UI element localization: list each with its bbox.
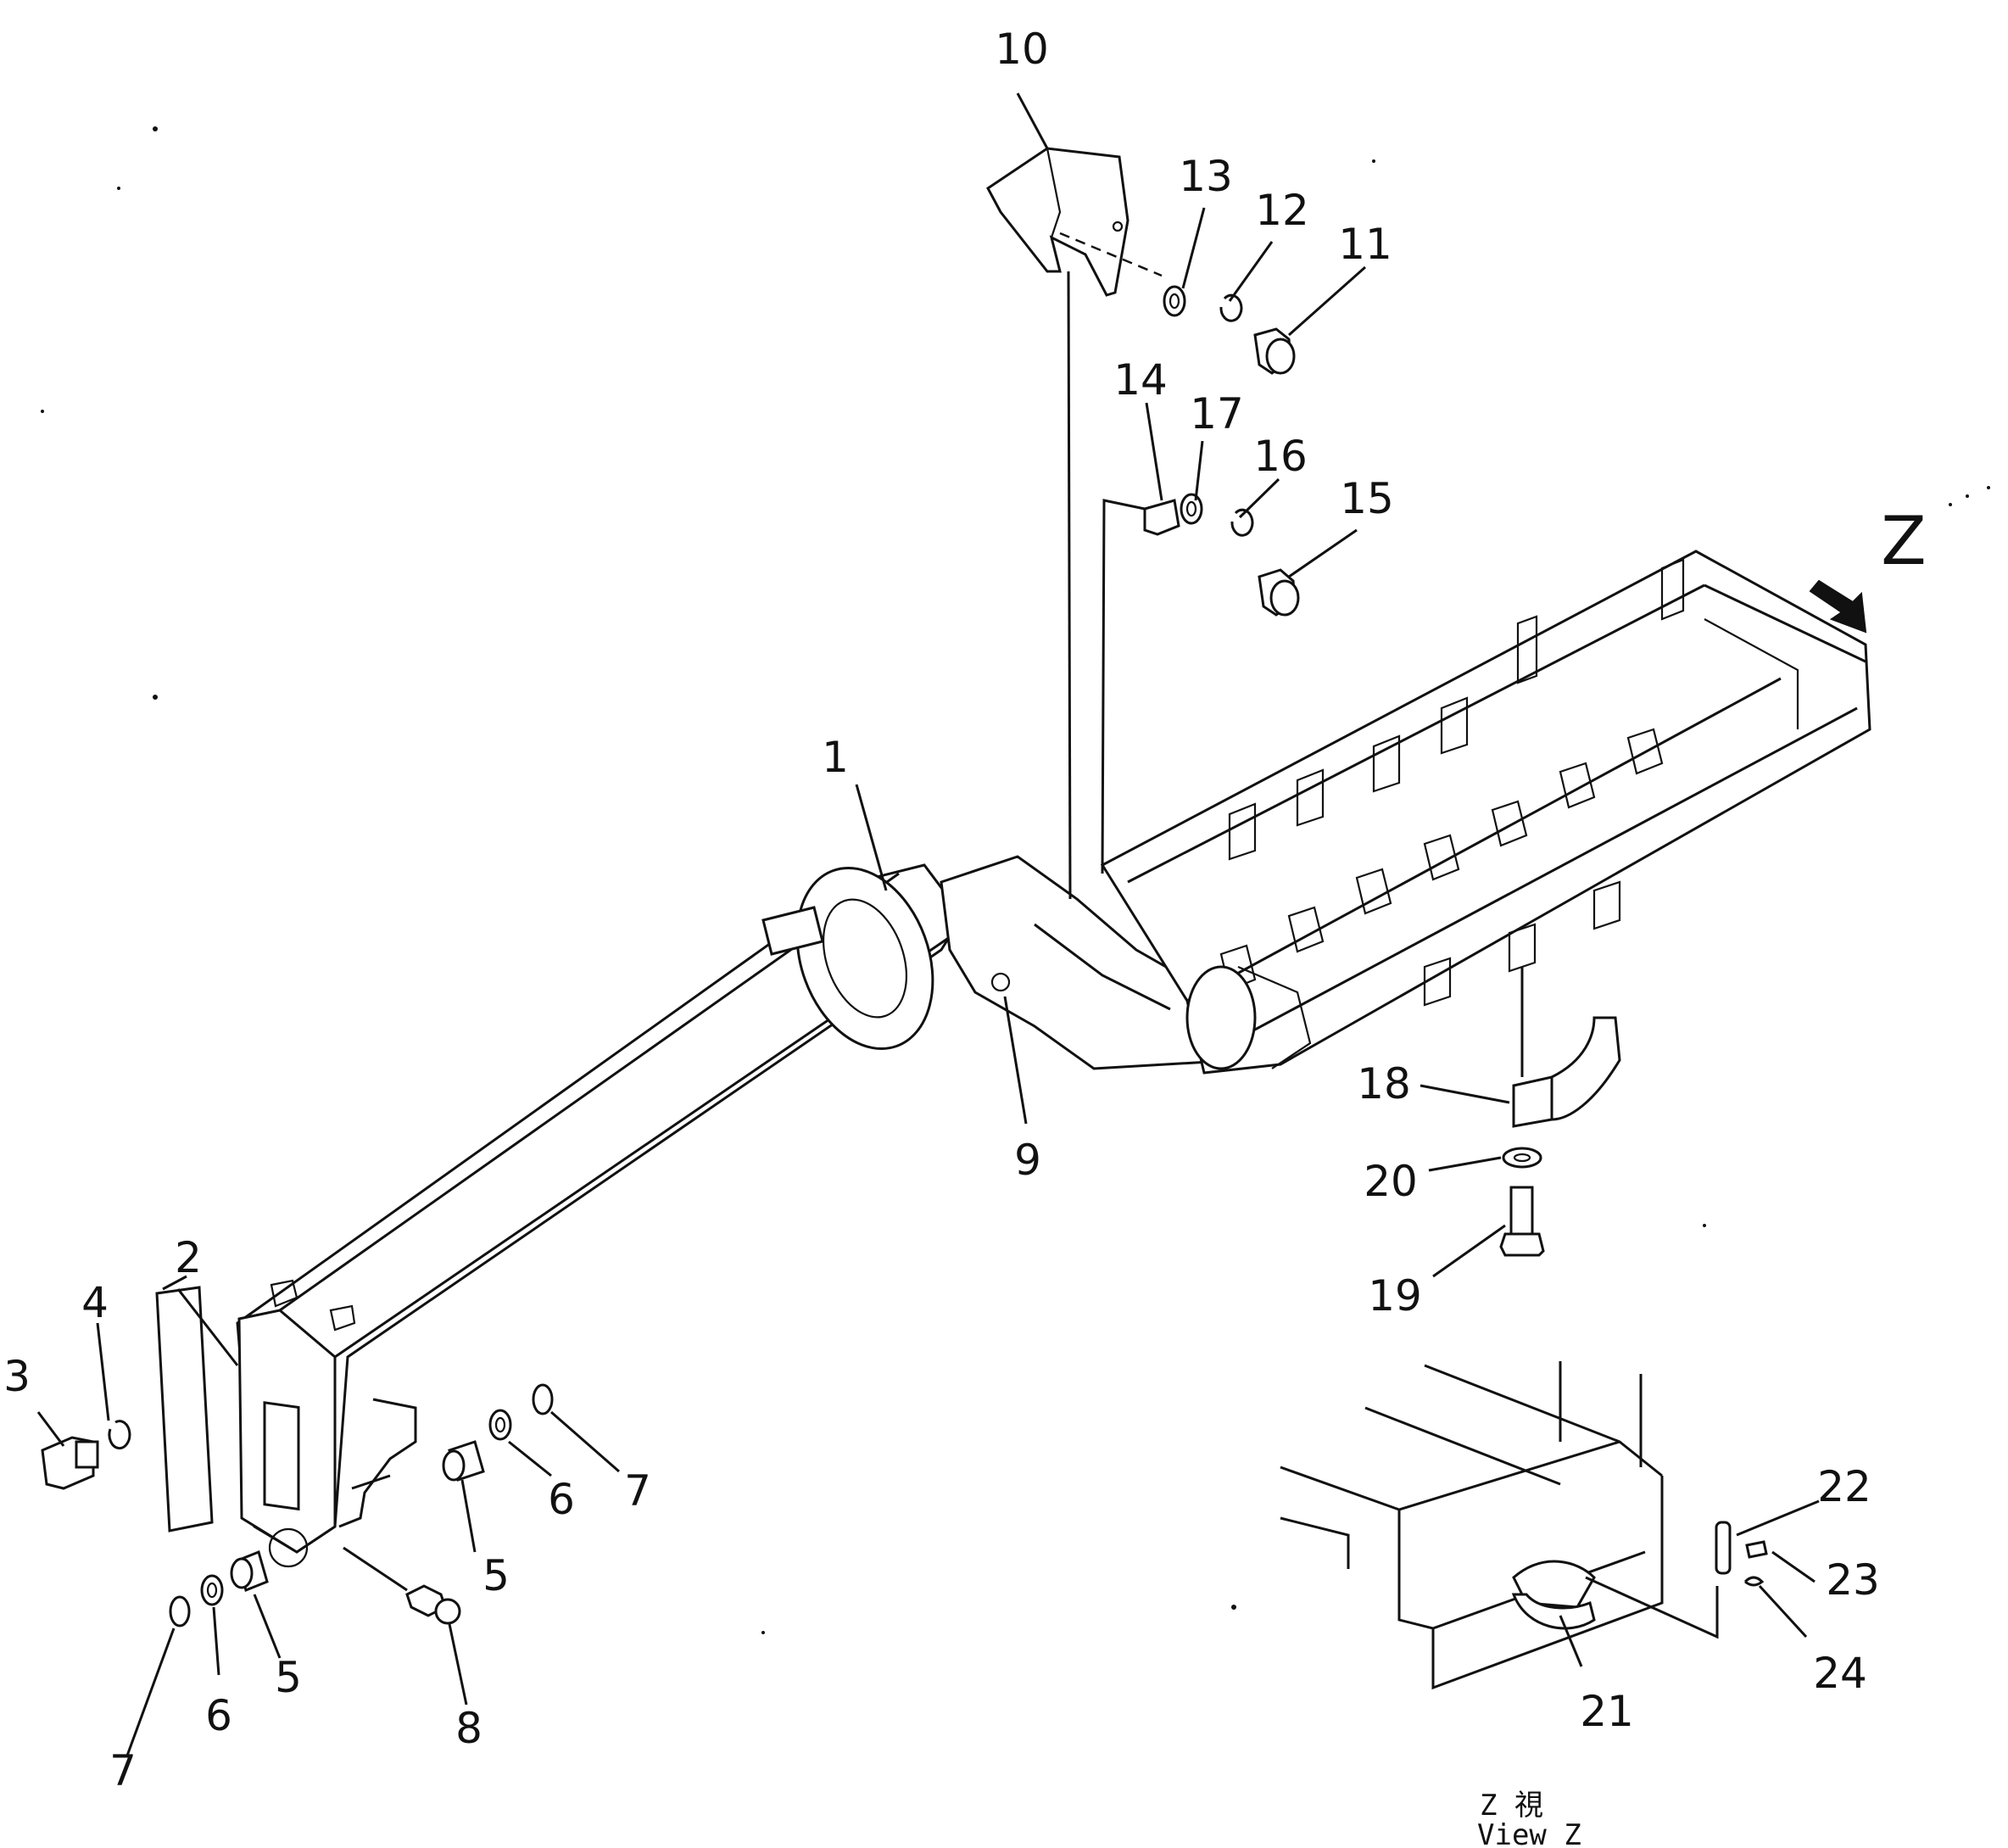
callout-4: 4 <box>81 1278 109 1327</box>
callout-18: 18 <box>1357 1059 1411 1108</box>
callout-22: 22 <box>1817 1462 1871 1511</box>
callout-11: 11 <box>1338 220 1392 269</box>
washer-6a <box>488 1409 512 1441</box>
spring-washer-4 <box>108 1420 131 1450</box>
washer-20 <box>1502 1147 1542 1169</box>
callout-8: 8 <box>455 1704 482 1753</box>
washer-13 <box>1163 285 1186 317</box>
callout-24: 24 <box>1813 1649 1867 1698</box>
bushing-5b <box>230 1549 269 1593</box>
view-z-caption-symbol: Z 視 <box>1480 1789 1543 1823</box>
callout-5a: 5 <box>482 1551 510 1600</box>
callout-14: 14 <box>1113 355 1168 405</box>
callout-7a: 7 <box>624 1466 651 1516</box>
callout-9: 9 <box>1014 1136 1041 1185</box>
bolt-19 <box>1499 1186 1545 1257</box>
o-ring-7a <box>532 1383 554 1415</box>
callout-20: 20 <box>1364 1157 1418 1206</box>
callout-17: 17 <box>1190 389 1244 438</box>
bolt-15 <box>1258 568 1300 617</box>
cover-2 <box>155 1286 239 1533</box>
callout-labels: 1 2 3 4 5 5 6 6 7 7 8 9 10 11 12 13 14 1… <box>3 25 1927 1848</box>
callout-6b: 6 <box>205 1691 232 1740</box>
o-ring-7b <box>169 1595 191 1627</box>
callout-16: 16 <box>1253 432 1308 481</box>
view-z-caption: View Z <box>1477 1818 1581 1848</box>
leader-lines <box>36 92 1820 1756</box>
view-z-detail <box>1280 1361 1768 1690</box>
bushing-5a <box>442 1440 485 1482</box>
spring-washer-12 <box>1219 293 1243 322</box>
callout-10: 10 <box>995 25 1049 74</box>
clamp-18 <box>1512 967 1621 1128</box>
callout-3: 3 <box>3 1352 31 1401</box>
view-z-arrow <box>1809 579 1867 634</box>
grease-fitting-8 <box>343 1546 461 1625</box>
spring-washer-16 <box>1230 508 1254 537</box>
callout-13: 13 <box>1179 152 1233 201</box>
callout-21: 21 <box>1580 1687 1634 1736</box>
callout-7b: 7 <box>109 1746 137 1795</box>
bolt-3 <box>41 1436 99 1490</box>
callout-2: 2 <box>175 1233 202 1282</box>
scan-specks <box>41 126 1990 1634</box>
callout-23: 23 <box>1826 1555 1880 1605</box>
washer-17 <box>1180 493 1203 525</box>
callout-12: 12 <box>1255 186 1309 235</box>
bolt-11 <box>1253 327 1296 375</box>
guard-plate <box>986 147 1163 900</box>
main-frame <box>236 550 1871 1568</box>
callout-6a: 6 <box>548 1475 575 1524</box>
bracket-14 <box>1101 499 1180 874</box>
callout-15: 15 <box>1340 474 1394 523</box>
callout-1: 1 <box>822 733 849 782</box>
washer-6b <box>200 1574 224 1606</box>
callout-5b: 5 <box>275 1653 302 1702</box>
callout-19: 19 <box>1368 1271 1422 1320</box>
view-z-marker: Z <box>1881 504 1926 580</box>
